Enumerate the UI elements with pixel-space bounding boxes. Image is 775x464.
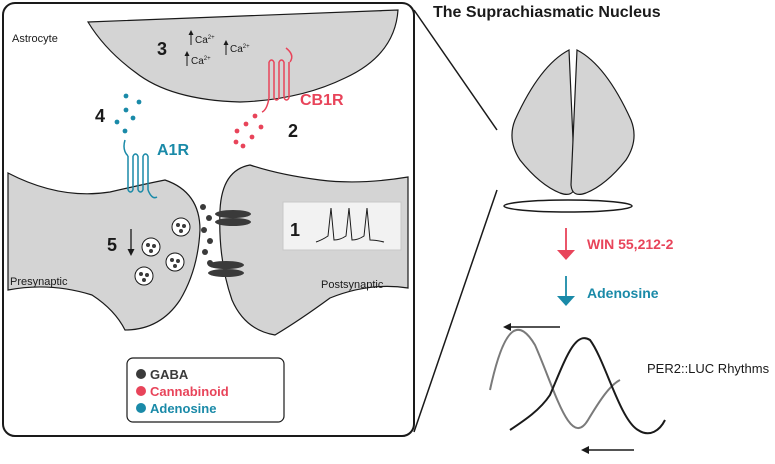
step-1-label: 1: [290, 220, 300, 240]
gaba-receptor-lower: [208, 261, 244, 269]
calcium-label-3: Ca: [230, 44, 243, 55]
gaba-molecules-cleft: [200, 204, 213, 266]
cannabinoid-molecules: [233, 113, 264, 149]
astrocyte-label: Astrocyte: [12, 33, 58, 45]
postsynaptic-label: Postsynaptic: [321, 279, 384, 291]
rhythm-label: PER2::LUC Rhythms: [647, 361, 770, 376]
adenosine-arrowhead: [557, 296, 575, 306]
zoom-connector-bottom: [413, 189, 498, 433]
astrocyte-cell: [86, 9, 399, 103]
step-4-label: 4: [95, 106, 105, 126]
gaba-receptor-upper: [215, 210, 251, 218]
cb1r-label: CB1R: [300, 92, 344, 109]
scn-illustration: [503, 49, 635, 213]
legend-marker-adenosine: [136, 403, 146, 413]
calcium-charge-2: 2+: [204, 56, 211, 62]
presynaptic-cell: [7, 172, 201, 331]
rhythm-shifted-wave: [509, 337, 666, 435]
rhythm-baseline-wave: [489, 328, 621, 429]
recording-inset: [282, 201, 402, 251]
firing-trace: [315, 207, 385, 243]
legend-label-adenosine: Adenosine: [150, 401, 216, 416]
calcium-label-2: Ca: [191, 56, 204, 67]
gaba-vesicles: [134, 217, 191, 286]
step-5-label: 5: [107, 235, 117, 255]
phase-arrowhead-bottom: [581, 446, 589, 454]
legend-box: [126, 357, 285, 423]
presynaptic-label: Presynaptic: [10, 276, 68, 288]
gaba-receptor-lower-b: [208, 269, 244, 277]
a1r-receptor: [123, 139, 158, 199]
treatment-adenosine-label: Adenosine: [587, 285, 659, 301]
step-2-label: 2: [288, 121, 298, 141]
release-arrowhead: [127, 249, 135, 256]
step-3-label: 3: [157, 39, 167, 59]
a1r-label: A1R: [157, 142, 189, 159]
svg-text:Ca2+: Ca2+: [191, 56, 211, 67]
calcium-label-1: Ca: [195, 35, 208, 46]
svg-text:Ca2+: Ca2+: [230, 44, 250, 55]
calcium-charge-1: 2+: [208, 35, 215, 41]
svg-text:Ca2+: Ca2+: [195, 35, 215, 46]
gaba-receptor-upper-b: [215, 218, 251, 226]
adenosine-molecules: [114, 93, 142, 134]
treatment-win-label: WIN 55,212-2: [587, 236, 674, 252]
cb1r-receptor: [261, 47, 293, 113]
zoom-connector-top: [413, 9, 498, 131]
calcium-charge-3: 2+: [243, 44, 250, 50]
legend-marker-cannabinoid: [136, 386, 146, 396]
legend-label-gaba: GABA: [150, 367, 189, 382]
legend-label-cannabinoid: Cannabinoid: [150, 384, 229, 399]
scn-title: The Suprachiasmatic Nucleus: [433, 4, 661, 21]
phase-arrowhead-top: [503, 323, 511, 331]
win-arrowhead: [557, 250, 575, 260]
legend-marker-gaba: [136, 369, 146, 379]
calcium-indicators: Ca2+ Ca2+ Ca2+: [184, 30, 250, 67]
